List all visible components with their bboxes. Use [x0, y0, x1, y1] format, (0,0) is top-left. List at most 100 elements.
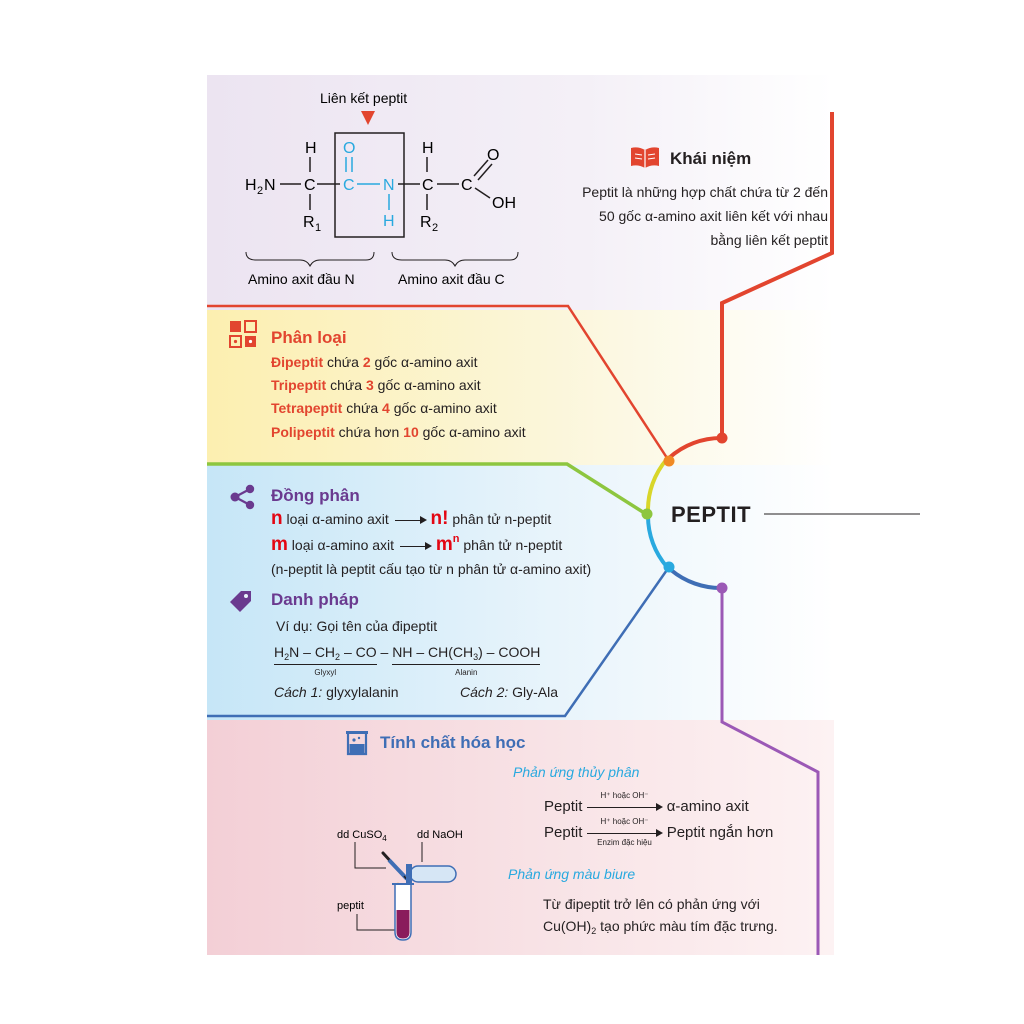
row-text: loại α-amino axit — [291, 537, 395, 553]
biuret-sub: 2 — [591, 926, 597, 936]
biuret-text: Cu(OH) — [543, 918, 592, 934]
peptit-type-count: 10 — [403, 424, 419, 440]
naming-way-1: Cách 1: glyxylalanin — [274, 684, 399, 700]
biuret-text: tạo phức màu tím đặc trưng. — [596, 918, 778, 934]
peptit-type-pre: chứa — [327, 354, 359, 370]
formula-text: – CO — [340, 644, 377, 660]
phan-loai-item: Polipeptit chứa hơn 10 gốc α-amino axit — [271, 424, 526, 440]
biuret-test-illustration: dd CuSO4 dd NaOH peptit — [337, 829, 463, 941]
khai-niem-line-3: bằng liên kết peptit — [710, 232, 828, 248]
way-value: glyxylalanin — [326, 684, 399, 700]
peptide-structure-diagram: Liên kết peptit H 2 N C H R 1 C O N H C … — [245, 90, 519, 287]
label-peptit: peptit — [337, 900, 364, 912]
formula-text: H — [274, 644, 285, 660]
atom-o-right: O — [487, 147, 499, 164]
arrow-icon — [394, 515, 427, 524]
atom-h-top-left: H — [305, 140, 317, 157]
peptit-type-pre: chứa hơn — [338, 424, 400, 440]
row-tail: phân tử n-peptit — [463, 537, 563, 553]
peptit-type-name: Tetrapeptit — [271, 400, 343, 416]
khai-niem-line-2: 50 gốc α-amino axit liên kết với nhau — [599, 208, 828, 224]
product: α-amino axit — [666, 798, 749, 815]
band-dong-phan — [207, 465, 834, 720]
dipeptit-formula: H2N – CH2 – CO Glyxyl – NH – CH(CH3) – C… — [274, 644, 541, 677]
band-khai-niem — [207, 75, 834, 310]
arrow-condition-bottom: Enzim đặc hiệu — [597, 838, 652, 848]
label-naoh: dd NaOH — [417, 829, 463, 841]
naoh-tube-icon — [406, 864, 457, 884]
atom-h-bottom: H — [383, 213, 395, 230]
atom-r2-sub: 2 — [432, 222, 438, 234]
reaction-arrow: H⁺ hoặc OH⁻ Enzim đặc hiệu — [586, 817, 663, 847]
peptit-type-pre: chứa — [330, 377, 363, 393]
atom-c1: C — [304, 177, 316, 194]
dropper-icon — [381, 851, 410, 883]
variable-m: m — [271, 534, 288, 555]
label-glyxyl: Glyxyl — [314, 668, 337, 677]
atom-r2: R — [420, 214, 432, 231]
dong-phan-note: (n-peptit là peptit cấu tạo từ n phân tử… — [271, 561, 592, 577]
atom-h2n-2: 2 — [257, 185, 263, 197]
phan-loai-item: Tetrapeptit chứa 4 gốc α-amino axit — [271, 400, 497, 416]
reaction-1: Peptit H⁺ hoặc OH⁻ α-amino axit — [544, 791, 749, 815]
tag-icon — [230, 591, 251, 612]
way-label: Cách 2: — [460, 684, 509, 700]
atom-h2n-nitrogen: N — [264, 177, 276, 194]
reaction-arrow: H⁺ hoặc OH⁻ — [586, 791, 663, 814]
danh-phap-title: Danh pháp — [271, 590, 359, 609]
formula-text: ) – COOH — [478, 644, 541, 660]
poster-page — [207, 75, 834, 955]
peptide-bond-label: Liên kết peptit — [320, 90, 407, 106]
test-tube-icon — [392, 883, 414, 941]
way-label: Cách 1: — [274, 684, 323, 700]
brace-label-c-terminal: Amino axit đầu C — [398, 271, 505, 287]
book-icon — [631, 147, 659, 168]
brace-label-n-terminal: Amino axit đầu N — [248, 271, 355, 287]
peptit-type-count: 4 — [382, 400, 390, 416]
phan-loai-item: Đipeptit chứa 2 gốc α-amino axit — [271, 354, 478, 370]
arrow-condition-top: H⁺ hoặc OH⁻ — [600, 817, 649, 827]
peptit-type-post: gốc α-amino axit — [422, 424, 526, 440]
alanin-part: NH – CH(CH3) – COOH Alanin — [392, 644, 541, 677]
peptit-type-pre: chứa — [346, 400, 379, 416]
row-tail: phân tử n-peptit — [452, 511, 552, 527]
variable-n: n — [271, 508, 283, 529]
band-phan-loai — [207, 310, 834, 465]
grid-category-icon — [229, 320, 257, 348]
result-m-exponent: n — [452, 533, 460, 545]
phan-loai-title: Phân loại — [271, 328, 347, 347]
formula-sub: 3 — [473, 652, 479, 662]
khai-niem-title: Khái niệm — [670, 149, 752, 168]
biuret-line-2: Cu(OH)2 tạo phức màu tím đặc trưng. — [543, 918, 778, 936]
atom-r1: R — [303, 214, 315, 231]
reaction-2: Peptit H⁺ hoặc OH⁻ Enzim đặc hiệu Peptit… — [544, 817, 774, 847]
arrow-icon — [399, 541, 432, 550]
row-text: loại α-amino axit — [286, 511, 389, 527]
way-value: Gly-Ala — [512, 684, 559, 700]
formula-separator: – — [376, 644, 393, 660]
center-title: PEPTIT — [671, 502, 752, 527]
share-network-icon — [230, 484, 255, 510]
glyxyl-part: H2N – CH2 – CO Glyxyl — [274, 644, 377, 677]
atom-c2: C — [343, 177, 355, 194]
formula-text: N – CH — [289, 644, 336, 660]
phan-loai-item: Tripeptit chứa 3 gốc α-amino axit — [271, 377, 481, 393]
peptide-bond-arrow — [361, 111, 375, 125]
peptit-type-name: Đipeptit — [271, 354, 324, 370]
peptit-type-post: gốc α-amino axit — [374, 354, 478, 370]
peptit-type-count: 3 — [365, 377, 374, 393]
biuret-title: Phản ứng màu biure — [508, 866, 636, 882]
arrow-condition: H⁺ hoặc OH⁻ — [600, 791, 649, 801]
peptit-type-count: 2 — [362, 354, 371, 370]
khai-niem-line-1: Peptit là những hợp chất chứa từ 2 đến — [582, 184, 828, 200]
peptit-type-name: Tripeptit — [271, 377, 327, 393]
label-cuso4: dd CuSO4 — [337, 829, 387, 843]
beaker-icon — [346, 731, 368, 756]
product: Peptit ngắn hơn — [666, 824, 774, 841]
peptit-type-name: Polipeptit — [271, 424, 335, 440]
dong-phan-row-2: m loại α-amino axit mn phân tử n-peptit — [271, 533, 562, 556]
naming-way-2: Cách 2: Gly-Ala — [460, 684, 558, 700]
atom-oh: OH — [492, 195, 516, 212]
atom-h-top-right: H — [422, 140, 434, 157]
